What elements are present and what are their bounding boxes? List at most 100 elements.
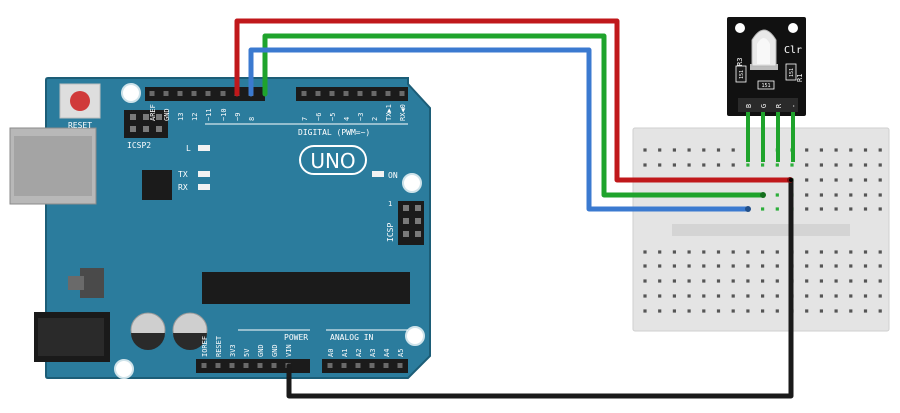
breadboard-hole [702, 279, 706, 283]
wire-green [262, 33, 766, 198]
breadboard-hole [805, 163, 809, 167]
pin-label-analog: A2 [355, 349, 363, 357]
header-pin[interactable] [191, 91, 197, 96]
breadboard-hole [672, 294, 676, 298]
header-pin[interactable] [205, 91, 211, 96]
arduino-uno-board: RESET ICSP2 UNO L TX RX ON [9, 77, 431, 379]
breadboard-hole [819, 207, 823, 211]
header-pin[interactable] [220, 91, 226, 96]
breadboard-hole [805, 193, 809, 197]
breadboard-hole [819, 163, 823, 167]
breadboard-hole [672, 148, 676, 152]
header-pin[interactable] [301, 91, 307, 96]
breadboard-hole [819, 178, 823, 182]
breadboard-hole [658, 250, 662, 254]
resistor-r2 [757, 80, 775, 90]
pin-label-top: 8 [248, 117, 256, 121]
module-pin-label: R [775, 103, 783, 108]
breadboard-hole [672, 264, 676, 268]
pin-label-power: 5V [243, 348, 251, 357]
rgb-led [750, 29, 778, 70]
header-pin[interactable] [329, 91, 335, 96]
pin-label-power: 3V3 [229, 344, 237, 357]
header-pin[interactable] [243, 363, 249, 368]
capacitor-2 [172, 312, 208, 350]
r2-code: 151 [761, 83, 770, 89]
pin-label-power: VIN [285, 344, 293, 357]
header-pin[interactable] [385, 91, 391, 96]
resistor-r3 [735, 65, 747, 83]
led-rx-label: RX [178, 183, 188, 192]
breadboard-hole [878, 279, 882, 283]
pin-label-top: ~9 [234, 113, 242, 121]
header-pin[interactable] [163, 91, 169, 96]
breadboard-hole [672, 279, 676, 283]
breadboard-hole [849, 207, 853, 211]
header-pin[interactable] [343, 91, 349, 96]
reset-label: RESET [68, 121, 92, 130]
breadboard-hole [849, 264, 853, 268]
pin-label-top: ~11 [205, 108, 213, 121]
breadboard-hole [805, 264, 809, 268]
breadboard-hole [687, 309, 691, 313]
header-pin[interactable] [355, 363, 361, 368]
header-pin[interactable] [315, 91, 321, 96]
digital-label: DIGITAL (PWM=~) [298, 128, 370, 137]
breadboard-hole [761, 294, 765, 298]
breadboard-hole [805, 148, 809, 152]
header-pin[interactable] [271, 363, 277, 368]
header-pin[interactable] [397, 363, 403, 368]
header-pin[interactable] [215, 363, 221, 368]
breadboard-hole [863, 279, 868, 283]
pin-label-top: 7 [301, 117, 309, 121]
breadboard-hole [702, 163, 706, 167]
pin-label-top: 2 [371, 117, 379, 121]
breadboard-hole [731, 148, 735, 152]
led-tx-label: TX [178, 170, 188, 179]
icsp-pin [403, 218, 409, 224]
breadboard-hole [819, 264, 823, 268]
reset-button[interactable] [59, 83, 101, 119]
breadboard-hole [687, 279, 691, 283]
chip-main [202, 272, 410, 304]
r1-label: R1 [796, 74, 804, 82]
header-pin[interactable] [201, 363, 207, 368]
breadboard-hole [658, 148, 662, 152]
icsp-pin [403, 205, 409, 211]
breadboard-hole [849, 163, 853, 167]
breadboard-hole [878, 250, 882, 254]
breadboard-hole [716, 264, 721, 268]
breadboard-hole [775, 279, 779, 283]
wire-blue [248, 47, 751, 212]
breadboard-hole [863, 264, 868, 268]
clr-label: Clr [784, 45, 802, 56]
header-pin[interactable] [399, 91, 405, 96]
breadboard-hole [731, 264, 735, 268]
header-pin[interactable] [341, 363, 347, 368]
header-pin[interactable] [369, 363, 375, 368]
r3-label: R3 [736, 58, 744, 66]
breadboard-hole [672, 250, 676, 254]
icsp2-pin [130, 114, 136, 120]
header-pin[interactable] [357, 91, 363, 96]
header-pin[interactable] [229, 363, 235, 368]
breadboard-hole [805, 207, 809, 211]
breadboard-hole [687, 294, 691, 298]
breadboard-hole [716, 279, 721, 283]
header-pin[interactable] [383, 363, 389, 368]
breadboard-hole [746, 309, 750, 313]
header-pin[interactable] [327, 363, 333, 368]
breadboard-hole [834, 309, 838, 313]
module-pin-label: B [745, 104, 753, 108]
header-pin[interactable] [149, 91, 155, 96]
breadboard-hole [761, 207, 765, 211]
pin-label-analog: A1 [341, 349, 349, 357]
header-pin[interactable] [257, 363, 263, 368]
breadboard-hole [731, 294, 735, 298]
breadboard-hole [863, 193, 868, 197]
header-pin[interactable] [371, 91, 377, 96]
header-pin[interactable] [177, 91, 183, 96]
breadboard-hole [702, 250, 706, 254]
breadboard-hole [746, 279, 750, 283]
icsp2-pin [143, 114, 149, 120]
